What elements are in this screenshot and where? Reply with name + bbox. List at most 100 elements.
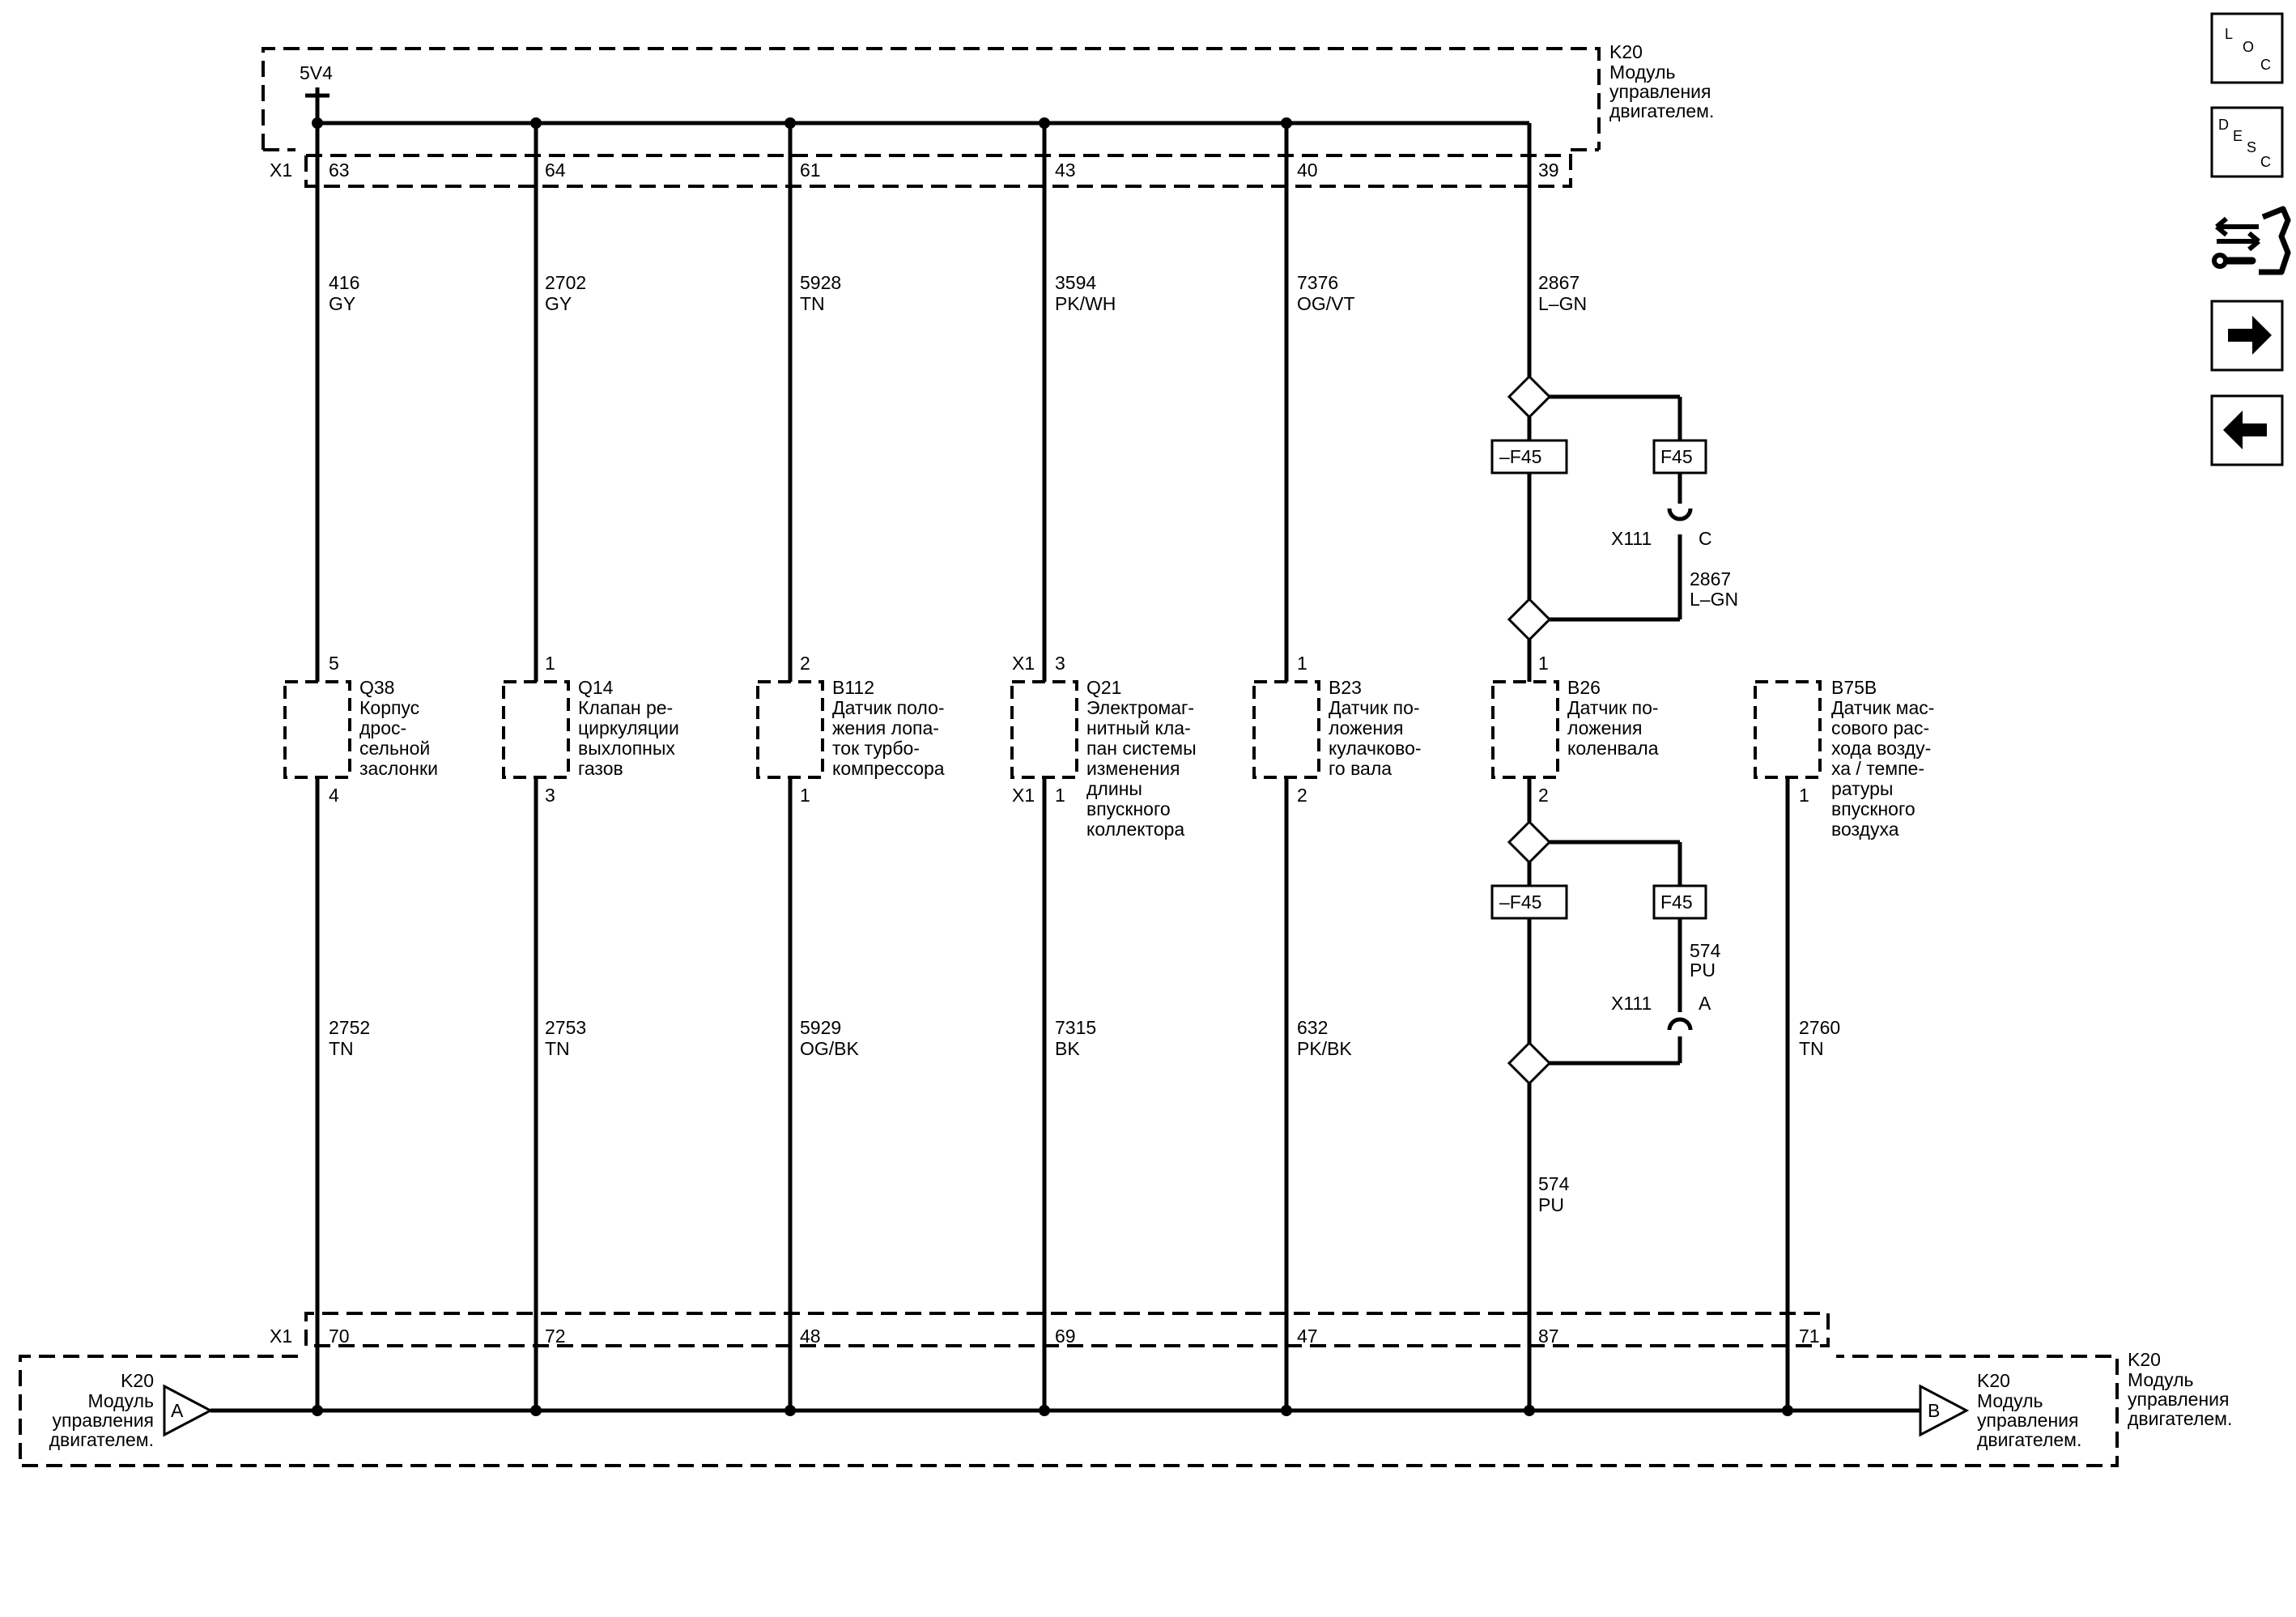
lower-option-branch: –F45 F45 574 PU X111 A (1490, 819, 1721, 1086)
q14-line-1: Клапан ре- (578, 697, 673, 718)
bottom-pin-70: 70 (329, 1326, 350, 1347)
wire-2753-color: TN (545, 1038, 570, 1059)
top-module-k20: K20 Модуль управления двигателем. (261, 41, 1714, 151)
component-b26[interactable]: 1 B26 Датчик по- ложения коленвала 2 (1491, 653, 1659, 806)
upper-inline-connector (1667, 508, 1693, 521)
bottom-connector-label: X1 (270, 1326, 292, 1347)
q21-line-3: пан системы (1086, 738, 1197, 759)
wire-2760-circuit: 2760 (1799, 1017, 1840, 1038)
wire-7315-color: BK (1055, 1038, 1080, 1059)
prev-arrow-icon[interactable] (2210, 394, 2284, 466)
q21-line-4: изменения (1086, 758, 1180, 779)
b23-line-2: ложения (1329, 717, 1403, 738)
offpage-b-desc-1: Модуль (1977, 1390, 2043, 1411)
desc-button[interactable]: D E S C (2210, 106, 2284, 178)
q21-conn-top: X1 (1012, 653, 1035, 674)
top-pin-61: 61 (800, 160, 821, 181)
offpage-connector-a[interactable]: A K20 Модуль управления двигателем. (49, 1370, 214, 1450)
b75b-line-3: хода возду- (1831, 738, 1931, 759)
wire-7376-color: OG/VT (1297, 293, 1355, 314)
desc-letter-s: S (2247, 139, 2256, 155)
b23-pin-top: 1 (1297, 653, 1307, 674)
q21-line-1: Электромаг- (1086, 697, 1194, 718)
b26-pin-top: 1 (1538, 653, 1549, 674)
upper-splice-bottom (1507, 597, 1552, 642)
q14-line-3: выхлопных (578, 738, 675, 759)
lower-inline-connector-label: X111 (1611, 993, 1652, 1014)
q38-line-2: дрос- (359, 717, 406, 738)
bottom-module-desc-3: двигателем. (2128, 1408, 2232, 1429)
wire-2760-color: TN (1799, 1038, 1824, 1059)
b26-line-3: коленвала (1567, 738, 1659, 759)
bottom-pin-48: 48 (800, 1326, 821, 1347)
upper-not-f45-box (1490, 439, 1568, 474)
q21-line-7: коллектора (1086, 819, 1184, 840)
lower-splice-bottom (1507, 1040, 1552, 1086)
wire-2702-color: GY (545, 293, 572, 314)
lower-f45-box (1652, 884, 1707, 920)
b26-id: B26 (1567, 677, 1601, 698)
component-b75b[interactable]: B75B Датчик мас- сового рас- хода возду-… (1754, 677, 1934, 840)
lower-splice-top (1507, 819, 1552, 865)
lower-inline-cavity: A (1699, 993, 1711, 1014)
bottom-pin-47: 47 (1297, 1326, 1318, 1347)
b112-id: B112 (832, 677, 874, 698)
upper-option-branch: –F45 F45 X111 C 2867 L–GN (1490, 374, 1738, 642)
component-q14[interactable]: 1 Q14 Клапан ре- циркуляции выхлопных га… (502, 653, 679, 806)
q38-pin-bottom: 4 (329, 785, 339, 806)
b112-line-2: жения лопа- (832, 717, 939, 738)
offpage-b-letter: B (1928, 1400, 1940, 1421)
lower-inline-connector (1667, 1017, 1693, 1031)
b26-pin-bottom: 2 (1538, 785, 1549, 806)
bottom-pin-87: 87 (1538, 1326, 1559, 1347)
top-connector-label: X1 (270, 160, 292, 181)
upper-branch-color: L–GN (1690, 589, 1738, 610)
upper-not-f45-label: –F45 (1499, 446, 1541, 467)
component-b112[interactable]: 2 B112 Датчик поло- жения лопа- ток турб… (756, 653, 945, 806)
loc-letter-l: L (2225, 26, 2233, 42)
wire-632-circuit: 632 (1297, 1017, 1328, 1038)
b75b-line-1: Датчик мас- (1831, 697, 1934, 718)
desc-letter-d: D (2218, 117, 2229, 133)
q21-line-6: впускного (1086, 798, 1171, 819)
component-q21[interactable]: X1 3 Q21 Электромаг- нитный кла- пан сис… (1010, 653, 1197, 840)
wire-5929-color: OG/BK (800, 1038, 860, 1059)
upper-branch-circuit: 2867 (1690, 568, 1731, 589)
b112-pin-bottom: 1 (800, 785, 810, 806)
b75b-line-7: воздуха (1831, 819, 1899, 840)
component-b23[interactable]: 1 B23 Датчик по- ложения кулачково- го в… (1252, 653, 1422, 806)
desc-letter-e: E (2233, 128, 2243, 144)
offpage-b-desc-3: двигателем. (1977, 1429, 2081, 1450)
lower-wires (315, 777, 1790, 1411)
bottom-module-k20: K20 Модуль управления двигателем. (19, 1349, 2232, 1467)
b112-line-3: ток турбо- (832, 738, 920, 759)
b75b-id: B75B (1831, 677, 1877, 698)
upper-splice-top (1507, 374, 1552, 419)
next-arrow-icon[interactable] (2210, 300, 2284, 372)
lower-f45-label: F45 (1660, 891, 1693, 913)
offpage-b-desc-2: управления (1977, 1410, 2078, 1431)
wire-3594-color: PK/WH (1055, 293, 1116, 314)
b26-line-1: Датчик по- (1567, 697, 1659, 718)
wire-574-color: PU (1538, 1194, 1564, 1215)
wire-7376-circuit: 7376 (1297, 272, 1338, 293)
top-pin-40: 40 (1297, 160, 1318, 181)
upper-inline-cavity: C (1699, 528, 1712, 549)
bottom-connector-x1: X1 70 72 48 69 47 87 71 (270, 1312, 1830, 1347)
q14-id: Q14 (578, 677, 614, 698)
q21-pin-top: 3 (1055, 653, 1065, 674)
connector-tool-icon[interactable] (2212, 206, 2291, 275)
wire-2752-circuit: 2752 (329, 1017, 370, 1038)
offpage-connector-b[interactable]: B K20 Модуль управления двигателем. (1919, 1370, 2081, 1450)
loc-letter-c: C (2260, 57, 2271, 73)
upper-f45-box (1652, 439, 1707, 474)
loc-button[interactable]: L O C (2210, 12, 2284, 84)
b75b-line-4: ха / темпе- (1831, 758, 1924, 779)
q38-id: Q38 (359, 677, 394, 698)
lower-not-f45-label: –F45 (1499, 891, 1541, 913)
wire-574-circuit: 574 (1538, 1173, 1570, 1194)
offpage-a-desc-2: управления (53, 1410, 154, 1431)
wire-5928-circuit: 5928 (800, 272, 841, 293)
component-q38[interactable]: 5 Q38 Корпус дрос- сельной заслонки 4 (283, 653, 438, 806)
wire-5928-color: TN (800, 293, 825, 314)
